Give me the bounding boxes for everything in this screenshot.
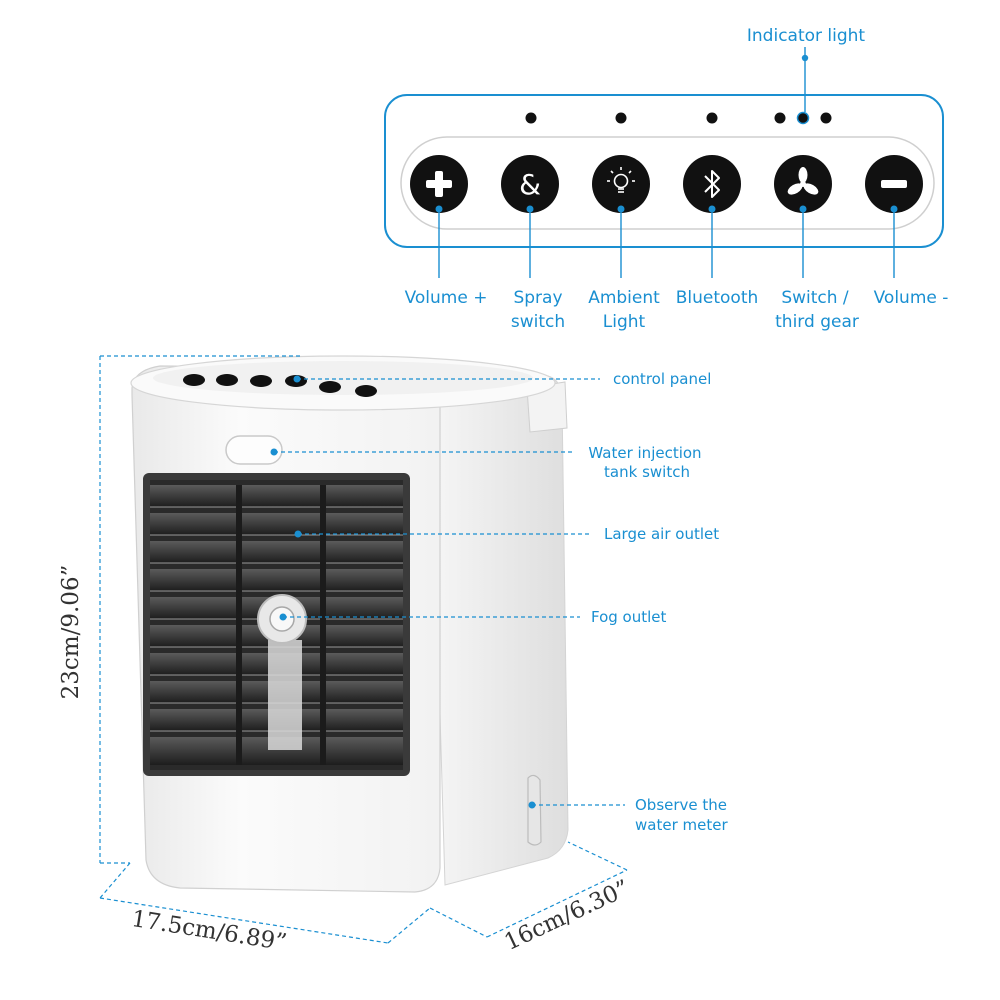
switch-label-line1: Switch / bbox=[781, 288, 849, 308]
water-meter-window bbox=[527, 774, 542, 846]
plus-icon bbox=[426, 171, 452, 197]
ambient-label-line1: Ambient bbox=[588, 288, 660, 308]
water-injection-switch bbox=[225, 435, 283, 465]
volume-up-button[interactable] bbox=[410, 155, 468, 213]
ambient-light-button[interactable] bbox=[592, 155, 650, 213]
water-meter-callout-line1: Observe the bbox=[635, 796, 727, 814]
switch-third-gear-button[interactable] bbox=[774, 155, 832, 213]
air-cooler-product bbox=[130, 355, 569, 893]
spray-icon: & bbox=[519, 168, 541, 201]
spray-switch-button[interactable]: & bbox=[501, 155, 559, 213]
lid-buttons bbox=[183, 374, 377, 397]
volume-down-label: Volume - bbox=[874, 288, 949, 308]
bluetooth-label: Bluetooth bbox=[676, 288, 759, 308]
minus-icon bbox=[881, 180, 907, 188]
water-meter-callout-line2: water meter bbox=[635, 816, 728, 834]
callouts: control panel Water injection tank switc… bbox=[270, 370, 728, 834]
spray-label-line2: switch bbox=[511, 312, 565, 332]
switch-label-line2: third gear bbox=[775, 312, 859, 332]
volume-up-label: Volume + bbox=[405, 288, 488, 308]
height-dimension: 23cm/9.06” bbox=[58, 565, 84, 700]
ambient-label-line2: Light bbox=[603, 312, 646, 332]
indicator-light-label: Indicator light bbox=[747, 26, 866, 46]
width-dimension: 17.5cm/6.89” bbox=[130, 906, 289, 956]
spray-label-line1: Spray bbox=[513, 288, 562, 308]
lightbulb-icon bbox=[607, 167, 635, 193]
water-injection-callout-line1: Water injection bbox=[588, 444, 701, 462]
svg-text:&: & bbox=[519, 168, 541, 201]
bluetooth-button[interactable] bbox=[683, 155, 741, 213]
volume-down-button[interactable] bbox=[865, 155, 923, 213]
control-panel-closeup: Indicator light & bbox=[384, 26, 949, 332]
large-air-outlet-callout: Large air outlet bbox=[604, 525, 719, 543]
water-injection-callout-line2: tank switch bbox=[604, 463, 690, 481]
fan-icon bbox=[787, 167, 819, 195]
bluetooth-icon bbox=[704, 170, 720, 198]
depth-dimension: 16cm/6.30” bbox=[501, 875, 634, 955]
control-panel-callout: control panel bbox=[613, 370, 711, 388]
fog-outlet-callout: Fog outlet bbox=[591, 608, 667, 626]
button-leaders bbox=[435, 205, 898, 278]
indicator-dots bbox=[525, 111, 832, 125]
dimension-lines bbox=[99, 355, 628, 944]
